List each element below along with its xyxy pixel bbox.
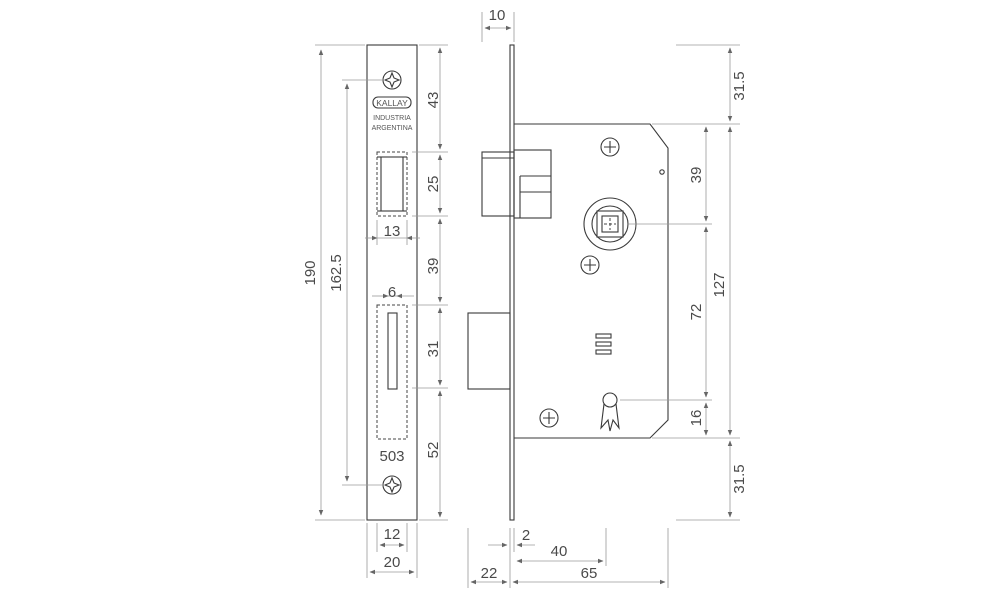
bolt-gap-value: 2 <box>522 527 530 544</box>
bolt-width-value: 6 <box>388 284 396 301</box>
model-number: 503 <box>379 448 404 465</box>
origin-line2: ARGENTINA <box>372 125 413 132</box>
bolt-slot <box>376 304 408 440</box>
dead-bolt <box>467 312 511 390</box>
spindle-offset-value: 39 <box>688 167 705 184</box>
overall-height-value: 190 <box>302 260 319 285</box>
bolt-throw-value: 22 <box>481 565 498 582</box>
front-plate-view: KALLAY INDUSTRIA ARGENTINA 13 6 503 <box>302 44 448 578</box>
latch-slot <box>376 151 408 217</box>
side-view: 10 31.5 127 31.5 39 72 16 2 40 22 <box>467 7 748 588</box>
backset-value: 40 <box>551 543 568 560</box>
screw-spacing-value: 162.5 <box>328 254 345 292</box>
case-screw-bottom-icon <box>539 408 559 428</box>
case-screw-middle-icon <box>580 255 600 275</box>
brand-label: KALLAY <box>376 98 408 108</box>
top-to-latch-value: 43 <box>425 92 442 109</box>
latch-height-value: 25 <box>425 176 442 193</box>
side-plate <box>509 44 515 521</box>
latch-to-bolt-value: 39 <box>425 258 442 275</box>
screw-width-value: 12 <box>384 526 401 543</box>
top-screw-icon <box>382 70 402 90</box>
top-margin-value: 31.5 <box>731 71 748 100</box>
body-height-value: 127 <box>711 272 728 297</box>
brand-badge <box>372 96 412 109</box>
bolt-height-value: 31 <box>425 341 442 358</box>
bottom-margin-value: 31.5 <box>731 464 748 493</box>
key-to-bottom-value: 16 <box>688 410 705 427</box>
latch-bolt <box>481 149 552 219</box>
lock-case <box>514 123 669 439</box>
spindle-to-key-value: 72 <box>688 304 705 321</box>
latch-width-value: 13 <box>384 223 401 240</box>
body-depth-value: 65 <box>581 565 598 582</box>
keyhole-icon <box>600 392 620 432</box>
bolt-to-bottom-value: 52 <box>425 442 442 459</box>
case-screw-top-icon <box>600 137 620 157</box>
vent-slots <box>595 333 612 355</box>
front-plate <box>366 44 418 521</box>
origin-line1: INDUSTRIA <box>373 115 411 122</box>
bottom-screw-icon <box>382 475 402 495</box>
plate-thickness-value: 10 <box>489 7 506 24</box>
plate-width-value: 20 <box>384 554 401 571</box>
